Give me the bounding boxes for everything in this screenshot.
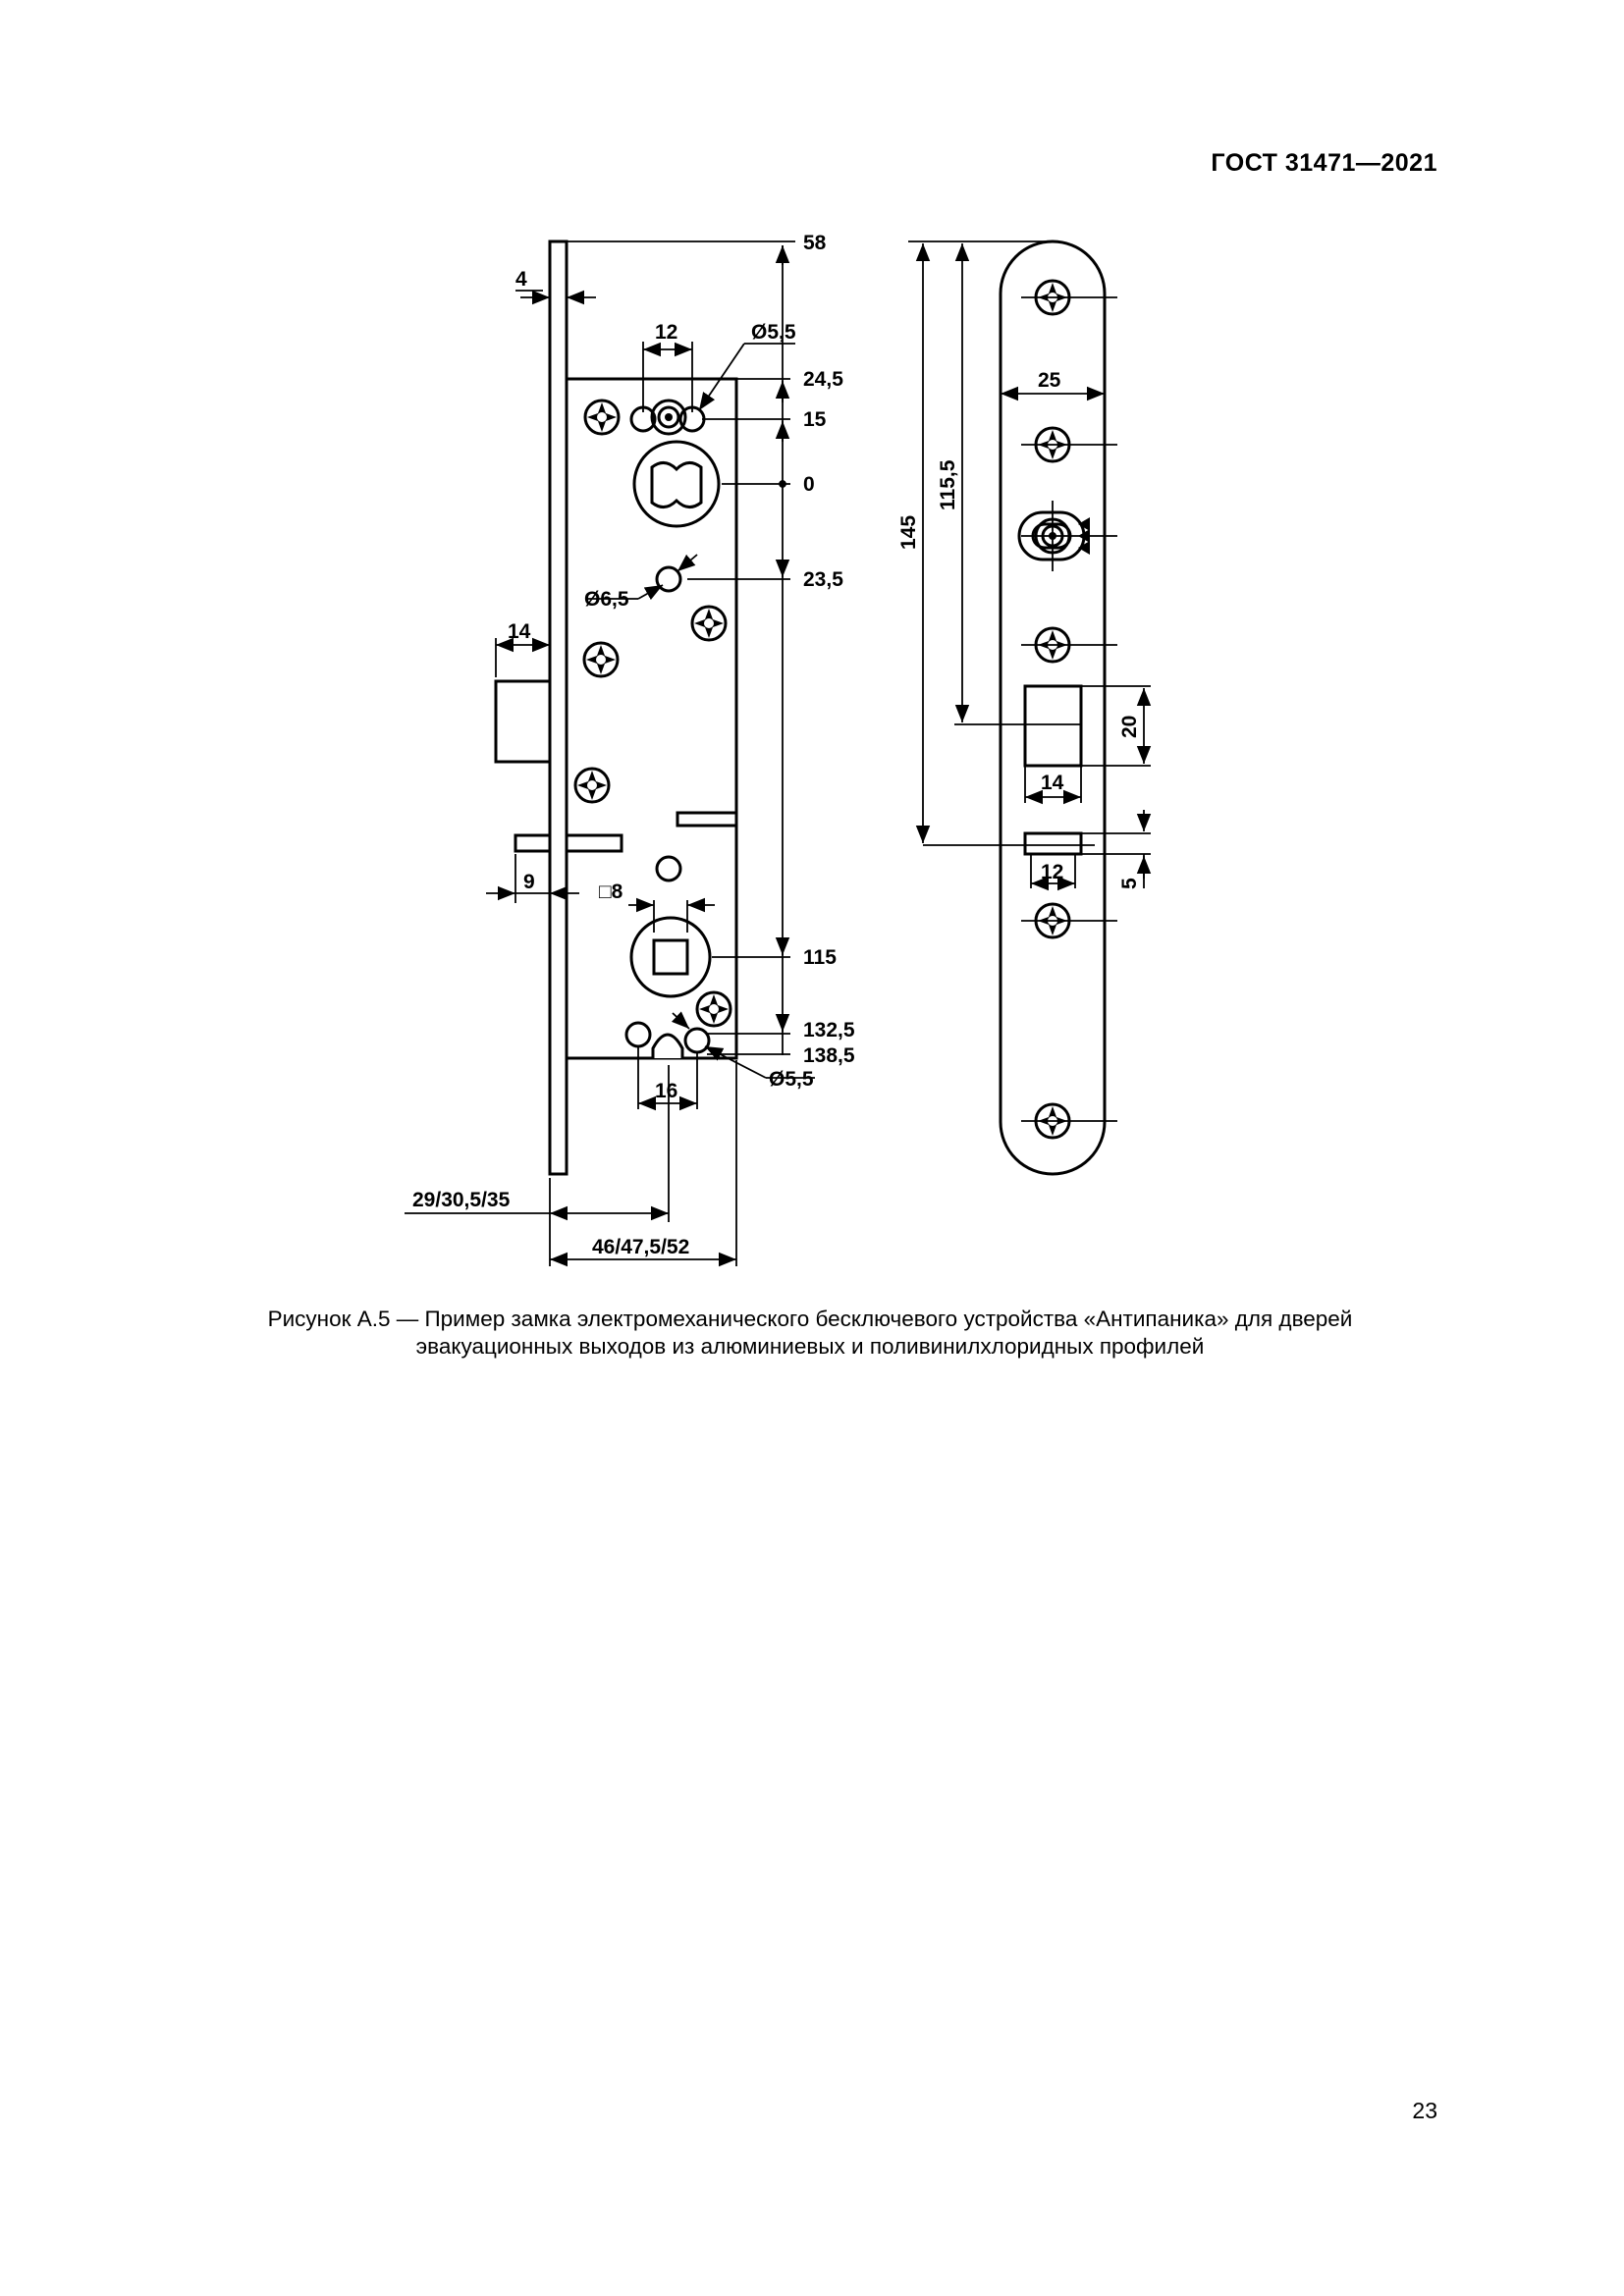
page-number: 23 [1412, 2098, 1437, 2123]
dim-23-5: 23,5 [803, 568, 843, 591]
caption-line-1: Рисунок А.5 — Пример замка электромехани… [267, 1307, 1353, 1331]
dim-9: 9 [523, 871, 535, 893]
dim-square-8: □8 [599, 881, 623, 903]
dim-12-face: 12 [1041, 861, 1063, 883]
dim-24-5: 24,5 [803, 368, 843, 391]
dim-20: 20 [1118, 716, 1141, 738]
figure-caption: Рисунок А.5 — Пример замка электромехани… [172, 1306, 1448, 1361]
dim-15: 15 [803, 408, 827, 431]
dim-16: 16 [655, 1080, 677, 1102]
dim-145: 145 [897, 515, 920, 550]
dim-12: 12 [655, 321, 677, 344]
dim-14-latch: 14 [508, 620, 531, 643]
lock-drawing: 58 4 12 Ø5,5 24,5 15 0 Ø6,5 23,5 14 9 □8… [405, 232, 1152, 1267]
document-header: ГОСТ 31471—2021 [1211, 149, 1437, 177]
dim-138-5: 138,5 [803, 1044, 855, 1067]
dim-14-face: 14 [1041, 772, 1064, 794]
dim-115-5: 115,5 [937, 459, 959, 510]
dim-115: 115 [803, 946, 837, 969]
dim-dia-5-5-bottom: Ø5,5 [769, 1068, 814, 1091]
dim-0: 0 [803, 473, 815, 496]
forend-screws [1034, 279, 1071, 1140]
dim-4: 4 [515, 268, 527, 291]
dim-58: 58 [803, 232, 827, 254]
lock-side-view [494, 240, 738, 1176]
dim-dia-5-5-top: Ø5,5 [751, 321, 796, 344]
dim-depth: 46/47,5/52 [592, 1236, 689, 1258]
dim-dia-6-5: Ø6,5 [584, 588, 629, 611]
dim-25: 25 [1038, 369, 1061, 392]
dim-5: 5 [1118, 878, 1141, 889]
caption-line-2: эвакуационных выходов из алюминиевых и п… [415, 1334, 1205, 1359]
dim-132-5: 132,5 [803, 1019, 855, 1041]
dim-backset: 29/30,5/35 [412, 1189, 511, 1211]
right-dimension-lines [908, 240, 1152, 1122]
left-dimension-lines [405, 240, 815, 1267]
